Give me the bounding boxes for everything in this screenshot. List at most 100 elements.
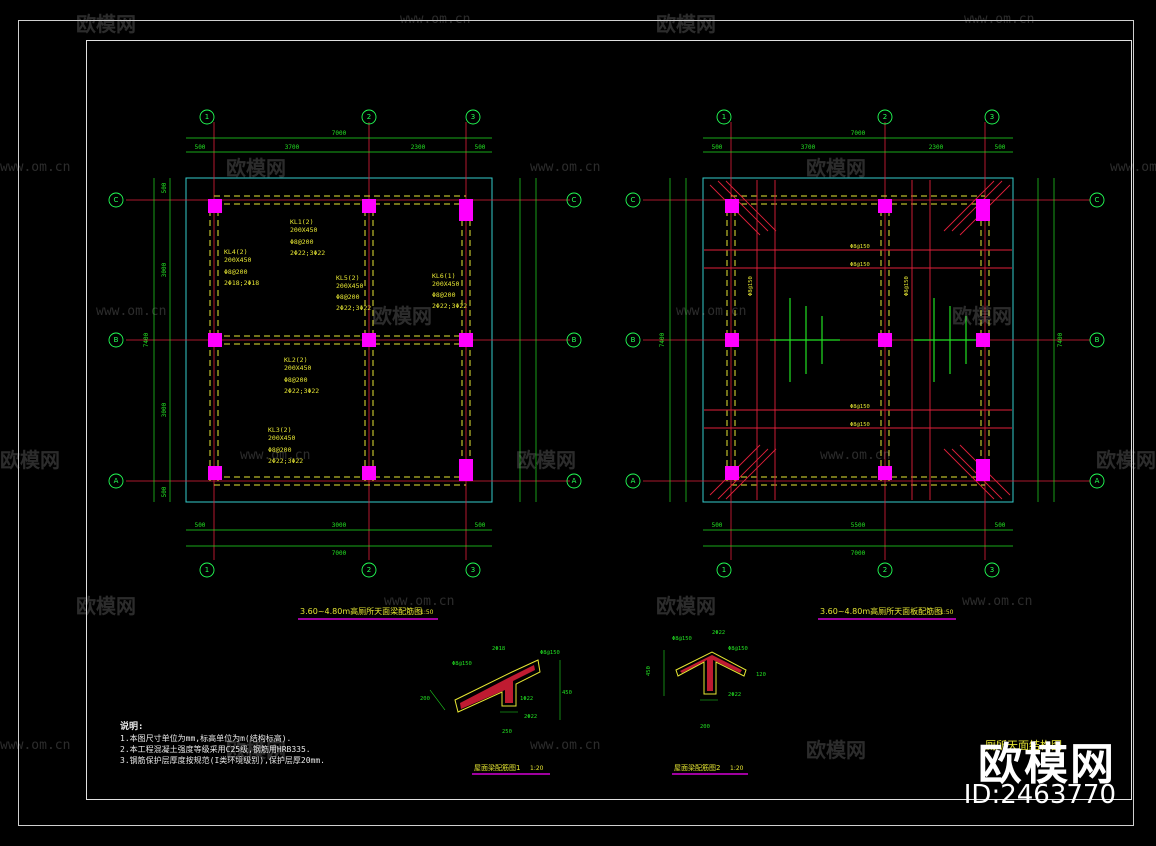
column (459, 199, 473, 221)
axis-label: C (114, 196, 119, 204)
axis-label: A (1095, 477, 1100, 485)
watermark-logo: 欧模网 (978, 739, 1116, 790)
axis-label: A (631, 477, 636, 485)
watermark-url: www.om.cn (96, 304, 167, 319)
slab-label: Φ8@150 (850, 244, 870, 250)
column (208, 466, 222, 480)
drawing-inner-frame (86, 40, 1132, 800)
column (976, 333, 990, 347)
left-beams (209, 195, 471, 486)
column (878, 333, 892, 347)
beam-label: 2Φ22;3Φ22 (268, 457, 303, 465)
dim-text: 7400 (659, 332, 666, 347)
dim-text: 5500 (851, 522, 866, 529)
dim-text: 7000 (332, 130, 347, 137)
dim-text: 500 (995, 522, 1006, 529)
beam-label: 200X450 (268, 434, 295, 442)
axis-label: 1 (205, 113, 209, 121)
section-label: 2Φ18 (492, 646, 505, 652)
dim-text: 3700 (801, 144, 816, 151)
dim-text: 7000 (851, 130, 866, 137)
beam-label: Φ8@200 (432, 291, 456, 299)
axis-label: B (572, 336, 577, 344)
left-plan-title: 3.60~4.80m高厕所天面梁配筋图 (300, 606, 422, 616)
section2-scale: 1:20 (730, 765, 744, 772)
axis-label: C (631, 196, 636, 204)
left-plan: KL1(2) 200X450 Φ8@200 2Φ22;3Φ22 KL4(2) 2… (108, 109, 582, 620)
dim-text: 3000 (332, 522, 347, 529)
beam-label: KL2(2) (284, 356, 307, 364)
beam-label: 200X450 (290, 226, 317, 234)
watermark-tile: 欧模网 (656, 12, 716, 36)
axis-label: 2 (883, 566, 887, 574)
dim-text: 500 (475, 144, 486, 151)
slab-label: Φ8@150 (850, 404, 870, 410)
right-axis-bubbles (625, 109, 1105, 578)
beam-label: 2Φ18;2Φ18 (224, 279, 259, 287)
dim-text: 7400 (1057, 332, 1064, 347)
beam-label: 200X450 (336, 282, 363, 290)
section-label: 450 (562, 690, 572, 696)
beam-label: KL4(2) (224, 248, 247, 256)
axis-label: C (1095, 196, 1100, 204)
slab-label: Φ8@150 (850, 262, 870, 268)
dim-text: 500 (995, 144, 1006, 151)
axis-label: A (572, 477, 577, 485)
section-label: 2Φ22 (712, 630, 725, 636)
dim-text: 500 (475, 522, 486, 529)
watermark-url: www.om.cn (0, 738, 71, 753)
left-columns (208, 199, 473, 481)
dim-text: 500 (712, 522, 723, 529)
watermark-tile: 欧模网 (0, 448, 60, 472)
dim-text: 7000 (851, 550, 866, 557)
watermark-url: www.om.cn (820, 448, 891, 463)
column (725, 199, 739, 213)
beam-label: 2Φ22;3Φ22 (432, 302, 467, 310)
column (459, 333, 473, 347)
watermark-url: www.om.cn (240, 448, 311, 463)
beam-label: KL1(2) (290, 218, 313, 226)
watermark-tile: 欧模网 (806, 738, 866, 762)
section-1: Φ8@150 2Φ18 Φ8@150 1Φ22 2Φ22 250 200 450… (420, 646, 572, 775)
column (976, 459, 990, 481)
beam-label: 2Φ22;3Φ22 (290, 249, 325, 257)
watermark-url: www.om.cn (0, 160, 71, 175)
left-dimension-lines (153, 137, 537, 547)
axis-label: 2 (883, 113, 887, 121)
beam-label: Φ8@200 (284, 376, 308, 384)
right-plan: Φ8@150 Φ8@150 Φ8@150 Φ8@150 Φ8@150 Φ8@15… (625, 109, 1105, 620)
watermark-url: www.om.cn (530, 160, 601, 175)
section-label: 1Φ22 (520, 696, 533, 702)
beam-label: Φ8@200 (268, 446, 292, 454)
watermark-tile: 欧模网 (656, 594, 716, 618)
section-label: Φ8@150 (728, 646, 748, 652)
axis-label: 1 (722, 113, 726, 121)
dim-text: 500 (195, 144, 206, 151)
beam-label: Φ8@200 (336, 293, 360, 301)
dim-text: 3000 (161, 262, 168, 277)
axis-label: B (631, 336, 636, 344)
watermark-url: www.om.cn (1110, 160, 1156, 175)
right-plan-title: 3.60~4.80m高厕所天面板配筋图 (820, 606, 942, 616)
section-label: 250 (502, 729, 512, 735)
left-dimension-text: 7000 500 3700 2300 500 500 3000 500 7000… (143, 130, 486, 557)
dim-text: 7400 (143, 332, 150, 347)
watermark-id: ID:2463770 (963, 780, 1116, 810)
dim-text: 3000 (161, 402, 168, 417)
left-axis-labels: 1 2 3 1 2 3 C B A C B A (114, 113, 577, 574)
section2-title: 屋面梁配筋图2 (674, 763, 720, 772)
column (208, 199, 222, 213)
beam-label: Φ8@200 (290, 238, 314, 246)
section1-scale: 1:20 (530, 765, 544, 772)
notes-line: 2.本工程混凝土强度等级采用C25级,钢筋用HRB335. (120, 745, 311, 754)
axis-label: A (114, 477, 119, 485)
section-label: 2Φ22 (524, 714, 537, 720)
beam-label: Φ8@200 (224, 268, 248, 276)
dim-text: 500 (161, 182, 168, 193)
slab-label: Φ8@150 (748, 276, 754, 296)
watermark-url: www.om.cn (676, 304, 747, 319)
watermark-tile: 欧模网 (372, 304, 432, 328)
right-dimension-lines (669, 137, 1055, 547)
drawing-outer-frame (18, 20, 1134, 826)
